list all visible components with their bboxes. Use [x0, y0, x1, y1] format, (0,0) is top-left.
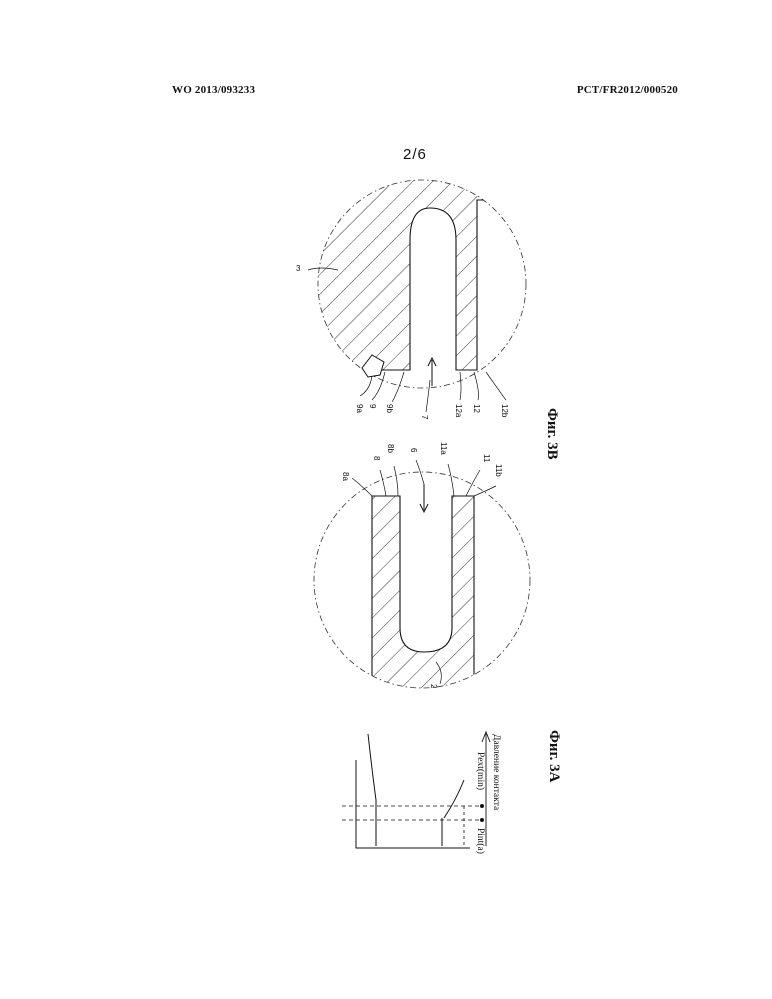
- ref-9: 9: [368, 404, 377, 409]
- ref-9a: 9a: [355, 404, 364, 413]
- leader-7: [426, 380, 430, 412]
- caption-fig-3a: Фиг. 3A: [546, 730, 562, 783]
- flow-arrow-6: [420, 484, 428, 512]
- body-3-hatched: [300, 160, 485, 370]
- label-pint-a: Pint(a): [475, 828, 486, 854]
- leaders-3b-left: [360, 372, 404, 402]
- ref-6: 6: [409, 448, 418, 453]
- caption-fig-3b: Фиг. 3B: [544, 408, 560, 460]
- figure-3a: Pext(min) Pint(a) Давление контакта Фиг.…: [342, 730, 562, 854]
- label-pext-min: Pext(min): [475, 752, 486, 790]
- ref-8: 8: [372, 456, 381, 461]
- ref-8b: 8b: [386, 444, 395, 453]
- figure-3b: 3 9a 9 9b 7 12a 12 12b Фиг. 3B: [296, 160, 560, 460]
- marker-pext: [480, 804, 484, 808]
- flow-arrow-7: [428, 358, 436, 386]
- marker-pint: [480, 818, 484, 822]
- label-contact-pressure: Давление контакта: [491, 734, 501, 811]
- ref-7: 7: [420, 415, 429, 420]
- leaders-mid-right: [448, 464, 496, 496]
- leaders-3b-right: [460, 372, 506, 400]
- ref-12a: 12a: [454, 404, 463, 418]
- ref-12b: 12b: [500, 404, 509, 418]
- ref-11a: 11a: [439, 442, 448, 455]
- pressure-peak-right: [442, 780, 464, 846]
- figure-3a-detail: 8a 8 8b 6 11a 11 11b 2: [314, 442, 530, 700]
- leaders-mid-left: [352, 466, 398, 496]
- body-2-hatched: [372, 496, 474, 700]
- ref-9b: 9b: [385, 404, 394, 413]
- ref-12: 12: [472, 404, 481, 413]
- ref-11b: 11b: [494, 464, 503, 477]
- ref-11: 11: [482, 454, 491, 463]
- ref-8a: 8a: [341, 472, 350, 481]
- pressure-peak-left: [368, 734, 376, 846]
- ref-part-2: 2: [429, 684, 438, 689]
- ref-part-3: 3: [296, 264, 301, 273]
